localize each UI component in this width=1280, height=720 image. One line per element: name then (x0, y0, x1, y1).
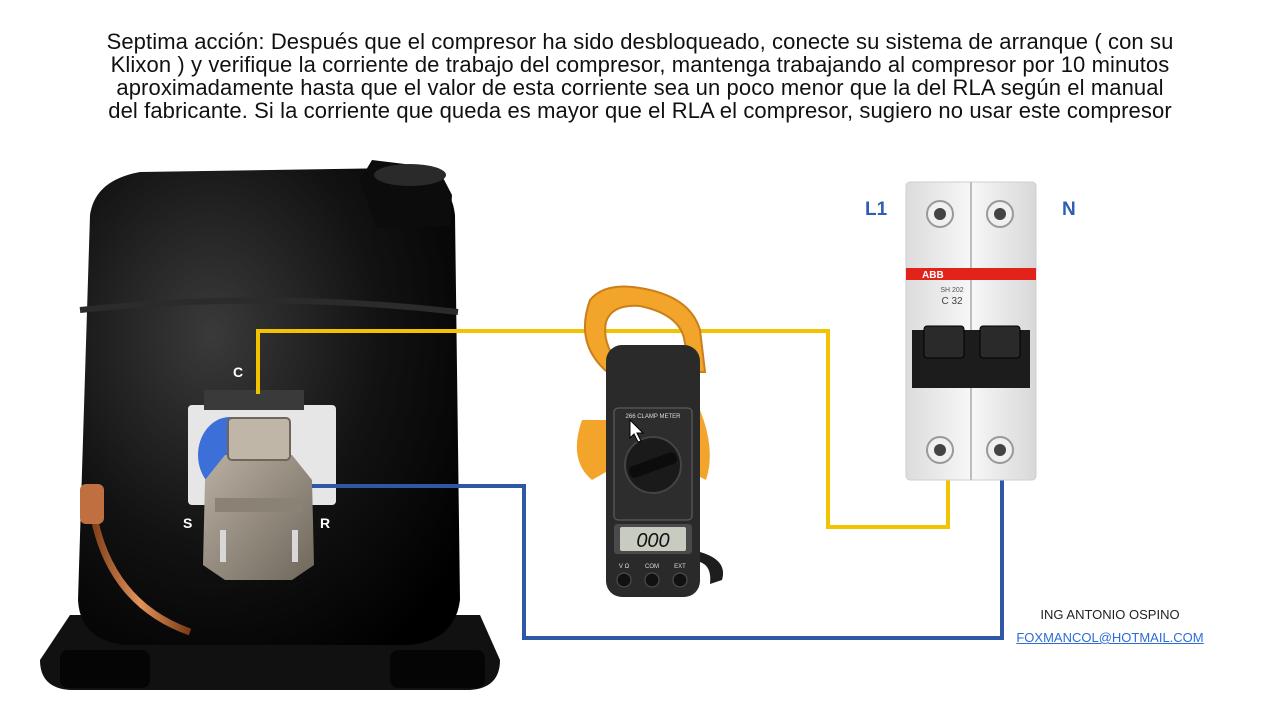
clamp-jaw (583, 285, 707, 381)
start-relay-plug (203, 455, 314, 580)
author-credit: ING ANTONIO OSPINO (1040, 607, 1180, 622)
compressor-foot-left (60, 650, 150, 688)
relay-top-clip (227, 417, 291, 461)
terminal-label-c: C (233, 364, 244, 380)
jack-label-com: COM (645, 564, 659, 570)
wiring (256, 329, 1004, 640)
breaker-red-band (906, 268, 1036, 280)
mouse-cursor-icon (629, 418, 645, 443)
relay-pin-left (220, 530, 226, 562)
author-email-link[interactable]: FOXMANCOL@HOTMAIL.COM (1016, 630, 1204, 645)
toggle-l1[interactable] (923, 325, 965, 359)
screw-top-n-head (994, 208, 1006, 220)
screw-top-l1-head (934, 208, 946, 220)
lcd-display (620, 527, 686, 551)
clamp-grip-left (576, 420, 606, 480)
terminal-bracket (204, 390, 304, 410)
meter-strap (700, 552, 724, 584)
jack-label-v: V Ω (619, 564, 630, 570)
jack-com[interactable] (644, 572, 660, 588)
pole-label-l1: L1 (865, 199, 888, 220)
breaker-brand: ABB (922, 270, 944, 281)
toggle-n[interactable] (979, 325, 1021, 359)
line-wire (256, 329, 950, 529)
meter-model-label: 266 CLAMP METER (626, 414, 682, 420)
caption-line-1: Septima acción: Después que el compresor… (106, 29, 1174, 54)
terminal-label-r: R (320, 515, 331, 531)
clamp-meter: 266 CLAMP METER 000 V Ω COM EXT (576, 285, 724, 597)
instruction-caption: Septima acción: Después que el compresor… (20, 30, 1260, 122)
caption-line-3: aproximadamente hasta que el valor de es… (116, 75, 1164, 100)
service-port-top (374, 164, 446, 186)
caption-line-2: Klixon ) y verifique la corriente de tra… (110, 52, 1170, 77)
lcd-readout: 000 (636, 530, 669, 552)
compressor-foot-right (390, 650, 485, 688)
compressor-seam (79, 297, 459, 315)
screw-bottom-n-head (994, 444, 1006, 456)
caption-line-4: del fabricante. Si la corriente que qued… (108, 98, 1172, 123)
screw-bottom-l1-head (934, 444, 946, 456)
rotary-dial-knob[interactable] (627, 451, 678, 479)
terminal-label-s: S (183, 515, 193, 531)
breaker-rating: C 32 (941, 296, 963, 307)
circuit-breaker: ABB SH 202 C 32 (905, 181, 1037, 481)
jack-v[interactable] (616, 572, 632, 588)
jack-label-ext: EXT (674, 564, 686, 570)
copper-tube-cap (80, 484, 104, 524)
compressor (40, 160, 500, 690)
pole-label-n: N (1062, 199, 1076, 220)
breaker-model: SH 202 (940, 287, 963, 294)
neutral-wire (312, 464, 1004, 640)
relay-band (215, 498, 303, 512)
jack-ext[interactable] (672, 572, 688, 588)
relay-pin-right (292, 530, 298, 562)
